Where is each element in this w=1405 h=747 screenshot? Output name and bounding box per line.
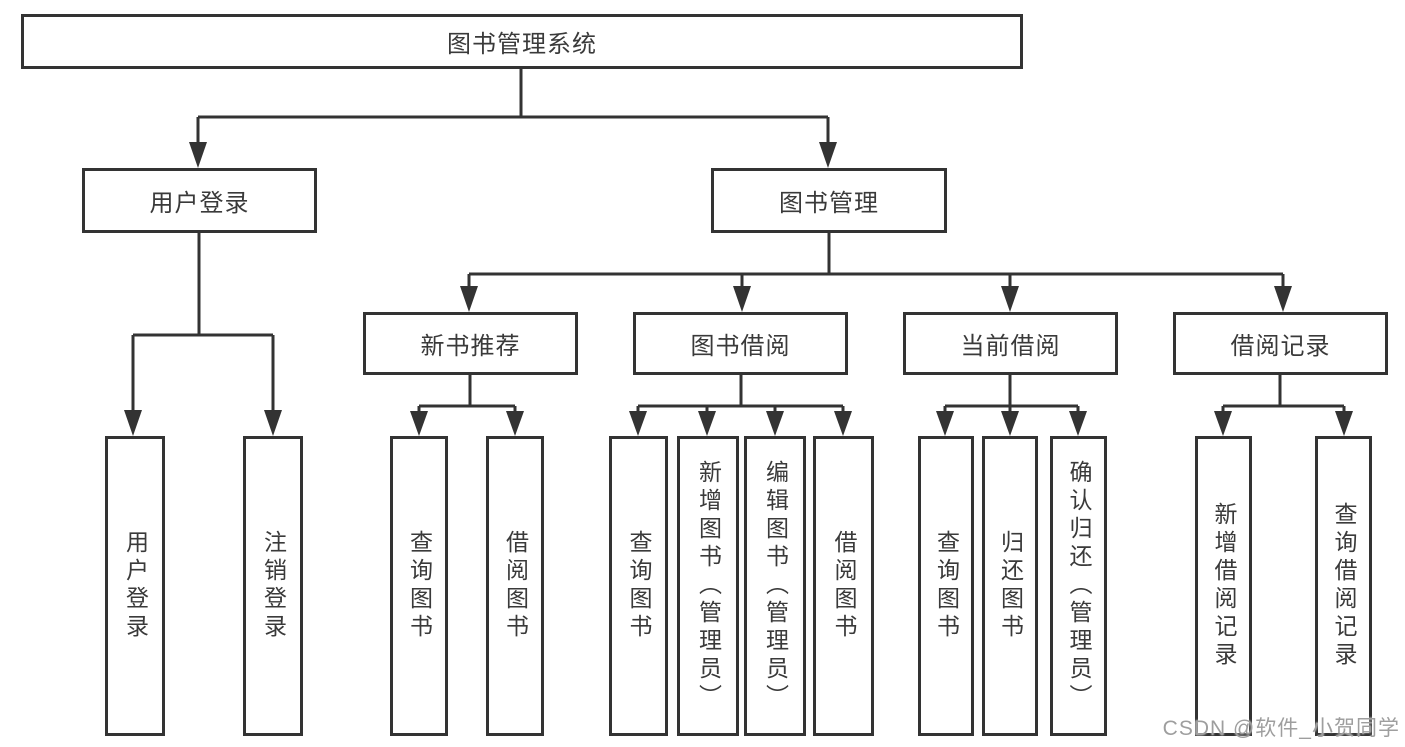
node-book-borrow-label: 图书借阅: [690, 333, 791, 360]
arrow-leaf-cb-return: [1001, 411, 1019, 436]
arrow-leaf-cb-confirm: [1069, 411, 1087, 436]
arrow-leaf-bb-borrow: [834, 411, 852, 436]
leaf-bookborrow-add-books-admin-label: 新增图书（管理员）: [695, 460, 722, 712]
arrow-leaf-bb-query: [629, 411, 647, 436]
leaf-bookborrow-add-books-admin: 新增图书（管理员）: [677, 436, 739, 736]
arrow-newbook: [460, 286, 478, 312]
node-user-login-label: 用户登录: [149, 190, 250, 217]
leaf-newbook-borrow-books: 借阅图书: [486, 436, 544, 736]
node-current-borrow-label: 当前借阅: [960, 333, 1061, 360]
leaf-logout: 注销登录: [243, 436, 303, 736]
arrow-leaf-nb-borrow: [506, 411, 524, 436]
leaf-newbook-query-books-label: 查询图书: [406, 530, 433, 642]
leaf-currentborrow-return-books-label: 归还图书: [997, 530, 1024, 642]
arrow-currentborrow: [1001, 286, 1019, 312]
leaf-logout-label: 注销登录: [260, 530, 287, 642]
node-book-borrow: 图书借阅: [633, 312, 848, 375]
node-library-system: 图书管理系统: [21, 14, 1023, 69]
node-library-system-label: 图书管理系统: [447, 31, 597, 58]
arrow-leaf-logout: [264, 410, 282, 436]
arrow-leaf-bb-add: [698, 411, 716, 436]
leaf-user-login: 用户登录: [105, 436, 165, 736]
arrow-bookborrow: [733, 286, 751, 312]
node-book-management-label: 图书管理: [779, 190, 879, 217]
leaf-records-add-record-label: 新增借阅记录: [1211, 502, 1237, 670]
leaf-bookborrow-borrow-books-label: 借阅图书: [831, 530, 857, 642]
arrow-leaf-bb-edit: [766, 411, 784, 436]
leaf-bookborrow-query-books-label: 查询图书: [626, 530, 652, 642]
leaf-currentborrow-return-books: 归还图书: [982, 436, 1038, 736]
node-book-management: 图书管理: [711, 168, 947, 233]
leaf-user-login-label: 用户登录: [122, 530, 149, 642]
leaf-records-query-record: 查询借阅记录: [1315, 436, 1372, 736]
arrow-leaf-user-login: [124, 410, 142, 436]
leaf-newbook-query-books: 查询图书: [390, 436, 448, 736]
node-current-borrow: 当前借阅: [903, 312, 1118, 375]
leaf-currentborrow-confirm-return-admin-label: 确认归还（管理员）: [1066, 460, 1092, 712]
leaf-records-add-record: 新增借阅记录: [1195, 436, 1252, 736]
arrow-borrowrec: [1274, 286, 1292, 312]
leaf-currentborrow-query-books: 查询图书: [918, 436, 974, 736]
leaf-bookborrow-edit-books-admin: 编辑图书（管理员）: [744, 436, 806, 736]
node-borrow-records: 借阅记录: [1173, 312, 1388, 375]
leaf-bookborrow-edit-books-admin-label: 编辑图书（管理员）: [762, 460, 789, 712]
node-user-login: 用户登录: [82, 168, 317, 233]
arrow-leaf-br-add: [1214, 411, 1232, 436]
arrow-leaf-nb-query: [410, 411, 428, 436]
node-new-book-recommend-label: 新书推荐: [420, 333, 521, 360]
node-new-book-recommend: 新书推荐: [363, 312, 578, 375]
arrowheads: [124, 142, 1353, 436]
leaf-currentborrow-query-books-label: 查询图书: [933, 530, 960, 642]
leaf-records-query-record-label: 查询借阅记录: [1331, 502, 1357, 670]
node-borrow-records-label: 借阅记录: [1230, 333, 1331, 360]
arrow-leaf-cb-query: [936, 411, 954, 436]
leaf-currentborrow-confirm-return-admin: 确认归还（管理员）: [1050, 436, 1107, 736]
csdn-watermark: CSDN @软件_小贺同学: [1162, 717, 1400, 740]
arrow-bookmgmt: [819, 142, 837, 168]
leaf-bookborrow-borrow-books: 借阅图书: [813, 436, 874, 736]
leaf-bookborrow-query-books: 查询图书: [609, 436, 668, 736]
arrow-userlogin: [189, 142, 207, 168]
leaf-newbook-borrow-books-label: 借阅图书: [502, 530, 529, 642]
arrow-leaf-br-query: [1335, 411, 1353, 436]
